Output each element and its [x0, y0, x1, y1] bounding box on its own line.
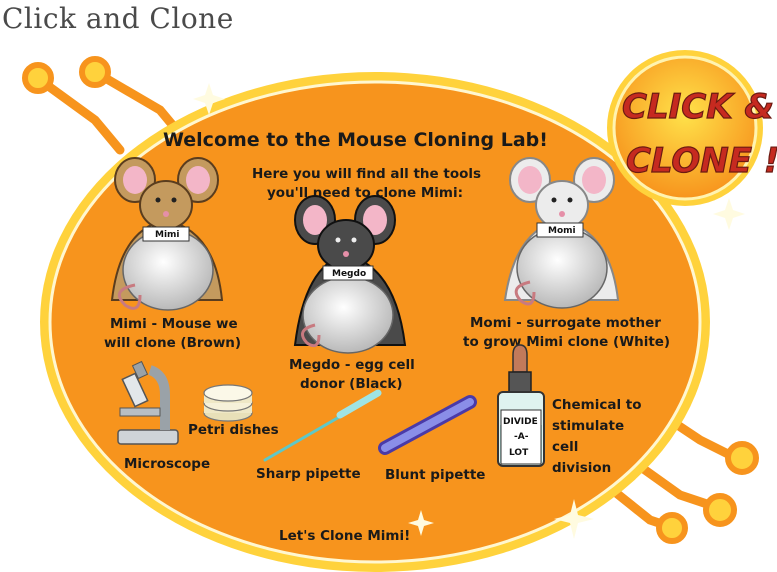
chemical-bottle-tool[interactable]: DIVIDE -A- LOT — [497, 344, 545, 467]
bottle-label-line3: LOT — [509, 448, 529, 458]
lab-heading: Welcome to the Mouse Cloning Lab! — [163, 129, 548, 151]
bottle-label-line1: DIVIDE — [503, 417, 538, 427]
start-cloning-link[interactable]: Let's Clone Mimi! — [279, 528, 410, 544]
blunt-pipette-tool[interactable] — [378, 395, 477, 455]
sparkle-icon — [193, 83, 745, 539]
momi-caption-line1: Momi - surrogate mother — [470, 315, 661, 331]
sharp-pipette-label[interactable]: Sharp pipette — [256, 466, 361, 482]
intro-line1: Here you will find all the tools — [252, 166, 481, 182]
sharp-pipette-tool[interactable] — [263, 389, 382, 462]
mimi-caption-line2: will clone (Brown) — [104, 335, 241, 351]
mouse-mimi[interactable]: Mimi — [110, 157, 224, 311]
chemical-label-line1[interactable]: Chemical to — [552, 397, 642, 413]
chemical-label-line4[interactable]: division — [552, 460, 611, 476]
petri-dishes-tool[interactable] — [203, 384, 253, 422]
blunt-pipette-label[interactable]: Blunt pipette — [385, 467, 485, 483]
logo-line1: CLICK & — [622, 87, 774, 127]
momi-caption-line2: to grow Mimi clone (White) — [463, 334, 670, 350]
page-title: Click and Clone — [2, 2, 234, 35]
momi-badge: Momi — [548, 226, 576, 236]
megdo-caption-line1: Megdo - egg cell — [289, 357, 415, 373]
megdo-badge: Megdo — [332, 269, 366, 279]
mouse-momi[interactable]: Momi — [503, 157, 620, 309]
microscope-tool[interactable] — [117, 360, 179, 445]
click-and-clone-logo[interactable]: CLICK & CLONE ! — [607, 50, 777, 206]
petri-dishes-label[interactable]: Petri dishes — [188, 422, 279, 438]
mimi-badge: Mimi — [155, 230, 180, 240]
microscope-label[interactable]: Microscope — [124, 456, 210, 472]
mimi-caption-line1: Mimi - Mouse we — [110, 316, 238, 332]
mouse-megdo[interactable]: Megdo — [293, 195, 407, 354]
chemical-label-line2[interactable]: stimulate — [552, 418, 624, 434]
logo-line2: CLONE ! — [626, 141, 777, 181]
bottle-label-line2: -A- — [514, 432, 529, 442]
chemical-label-line3[interactable]: cell — [552, 439, 578, 455]
megdo-caption-line2: donor (Black) — [300, 376, 403, 392]
